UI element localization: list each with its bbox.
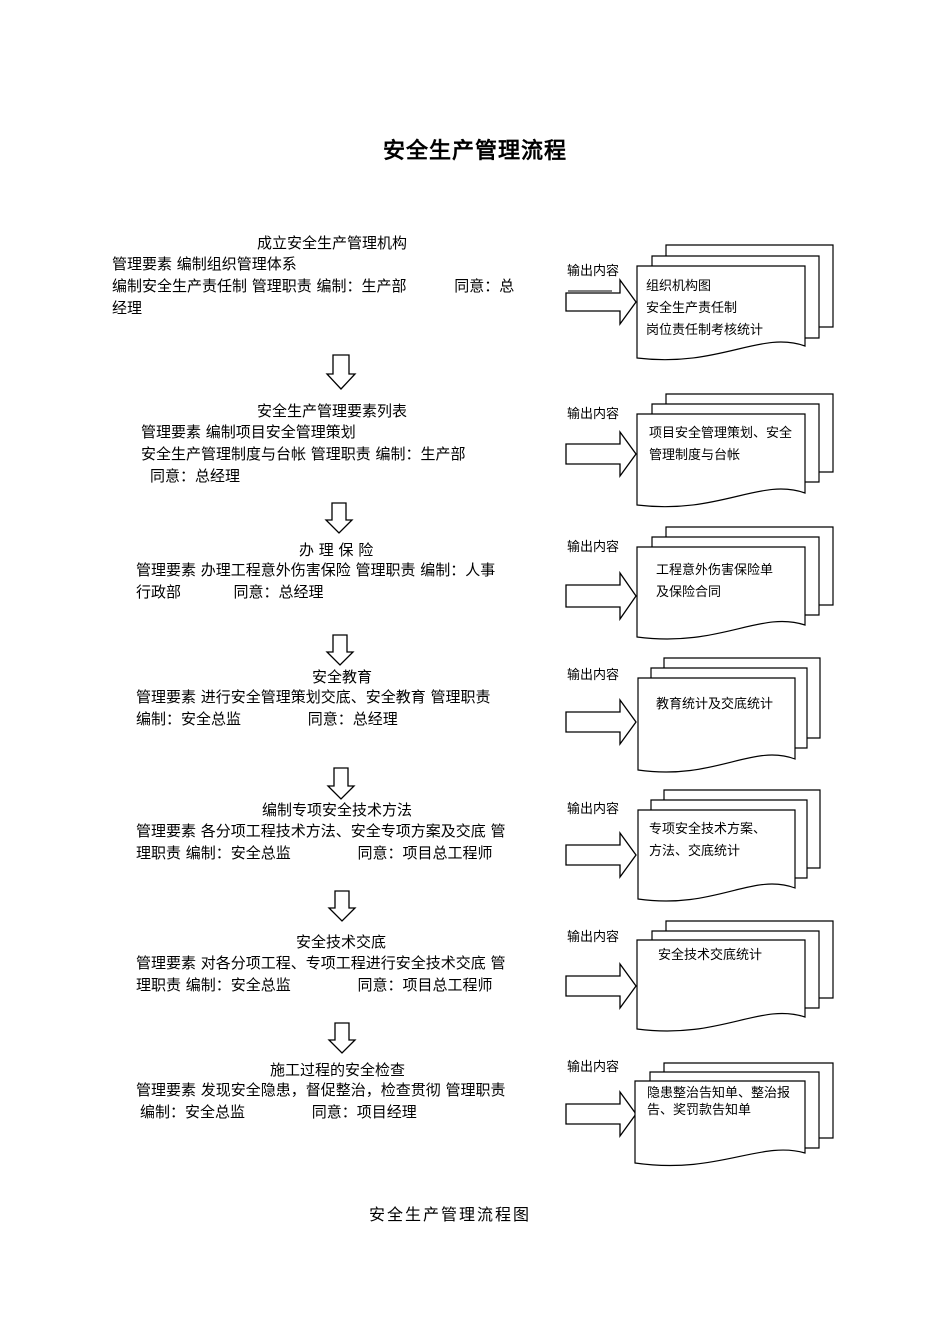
description-line: 管理要素 编制项目安全管理策划 xyxy=(141,423,356,441)
down-arrow-icon xyxy=(326,767,356,800)
right-arrow-icon xyxy=(565,698,637,746)
right-arrow-icon xyxy=(565,278,637,326)
page-title: 安全生产管理流程 xyxy=(382,138,567,164)
output-label: 输出内容 xyxy=(567,540,620,555)
output-label: 输出内容 xyxy=(567,668,620,683)
output-line: 岗位责任制考核统计 xyxy=(646,323,764,338)
output-line: 专项安全技术方案、 xyxy=(649,822,767,837)
description-line: 理职责 编制：安全总监 同意：项目总工程师 xyxy=(136,976,493,994)
document-stack-icon xyxy=(637,789,821,902)
stage-heading: 安全生产管理要素列表 xyxy=(257,402,408,420)
output-content: 组织机构图 安全生产责任制 岗位责任制考核统计 xyxy=(646,276,763,342)
output-content: 隐患整治告知单、整治报 告、奖罚款告知单 xyxy=(647,1085,790,1119)
down-arrow-icon xyxy=(325,354,357,390)
right-arrow-icon xyxy=(565,962,637,1010)
figure-caption: 安全生产管理流程图 xyxy=(368,1205,531,1224)
down-arrow-icon xyxy=(327,890,357,922)
output-label: 输出内容 xyxy=(567,264,620,279)
stage-description: 管理要素 各分项工程技术方法、安全专项方案及交底 管 理职责 编制：安全总监 同… xyxy=(136,820,576,864)
output-line: 及保险合同 xyxy=(656,585,722,600)
output-line: 方法、交底统计 xyxy=(649,844,741,859)
output-content: 项目安全管理策划、安全 管理制度与台帐 xyxy=(649,423,792,467)
output-line: 管理制度与台帐 xyxy=(649,448,741,463)
document-stack-icon xyxy=(636,920,834,1032)
output-line: 隐患整治告知单、整治报 xyxy=(647,1086,791,1101)
output-label: 输出内容 xyxy=(567,802,620,817)
stage-heading: 施工过程的安全检查 xyxy=(270,1061,406,1079)
stage-heading: 安全教育 xyxy=(312,668,373,686)
stage-description: 管理要素 对各分项工程、专项工程进行安全技术交底 管 理职责 编制：安全总监 同… xyxy=(136,952,576,996)
output-content: 专项安全技术方案、 方法、交底统计 xyxy=(649,819,766,863)
right-arrow-icon xyxy=(565,831,637,879)
description-line: 管理要素 进行安全管理策划交底、安全教育 管理职责 xyxy=(136,688,491,706)
stage-heading: 成立安全生产管理机构 xyxy=(257,234,408,252)
description-line: 管理要素 各分项工程技术方法、安全专项方案及交底 管 xyxy=(136,822,506,840)
stage-heading: 办 理 保 险 xyxy=(299,541,374,559)
stage-description: 管理要素 进行安全管理策划交底、安全教育 管理职责 编制：安全总监 同意：总经理 xyxy=(136,686,566,730)
stage-heading: 安全技术交底 xyxy=(296,933,387,951)
output-line: 告、奖罚款告知单 xyxy=(647,1103,752,1118)
output-line: 项目安全管理策划、安全 xyxy=(649,426,793,441)
stage-description: 管理要素 发现安全隐患，督促整治，检查贯彻 管理职责 编制：安全总监 同意：项目… xyxy=(136,1079,566,1123)
output-line: 组织机构图 xyxy=(646,279,712,294)
output-line: 工程意外伤害保险单 xyxy=(656,563,774,578)
description-line: 编制：安全总监 同意：总经理 xyxy=(136,710,398,728)
description-line: 同意：总经理 xyxy=(150,467,241,485)
description-line: 安全生产管理制度与台帐 管理职责 编制：生产部 xyxy=(141,445,466,463)
document-stack-icon xyxy=(634,1062,834,1167)
down-arrow-icon xyxy=(327,1022,357,1054)
output-line: 教育统计及交底统计 xyxy=(656,697,774,712)
description-line: 管理要素 对各分项工程、专项工程进行安全技术交底 管 xyxy=(136,954,506,972)
output-line: 安全生产责任制 xyxy=(646,301,738,316)
output-content: 教育统计及交底统计 xyxy=(656,694,773,716)
description-line: 理职责 编制：安全总监 同意：项目总工程师 xyxy=(136,844,493,862)
down-arrow-icon xyxy=(325,634,355,666)
stage-description: 管理要素 办理工程意外伤害保险 管理职责 编制：人事 行政部 同意：总经理 xyxy=(136,559,566,603)
stage-description: 管理要素 编制项目安全管理策划 安全生产管理制度与台帐 管理职责 编制：生产部 … xyxy=(141,421,571,487)
description-line: 编制：安全总监 同意：项目经理 xyxy=(140,1103,417,1121)
stage-heading: 编制专项安全技术方法 xyxy=(262,801,413,819)
document-stack-icon xyxy=(637,657,821,773)
output-line: 安全技术交底统计 xyxy=(658,948,763,963)
output-label: 输出内容 xyxy=(567,930,620,945)
stage-description: 管理要素 编制组织管理体系 编制安全生产责任制 管理职责 编制：生产部 同意：总… xyxy=(112,253,572,319)
description-line: 经理 xyxy=(112,299,143,317)
output-label: 输出内容 xyxy=(567,407,620,422)
document-stack-icon xyxy=(636,526,834,640)
right-arrow-icon xyxy=(565,1090,637,1138)
description-line: 行政部 同意：总经理 xyxy=(136,583,324,601)
description-line: 管理要素 编制组织管理体系 xyxy=(112,255,297,273)
right-arrow-icon xyxy=(565,430,637,478)
document-stack-icon xyxy=(636,244,834,361)
right-arrow-icon xyxy=(565,570,637,622)
output-content: 工程意外伤害保险单 及保险合同 xyxy=(656,560,773,604)
output-content: 安全技术交底统计 xyxy=(658,945,762,967)
description-line: 管理要素 发现安全隐患，督促整治，检查贯彻 管理职责 xyxy=(136,1081,506,1099)
document-stack-icon xyxy=(636,393,834,508)
description-line: 编制安全生产责任制 管理职责 编制：生产部 同意：总 xyxy=(112,277,515,295)
down-arrow-icon xyxy=(324,502,354,534)
description-line: 管理要素 办理工程意外伤害保险 管理职责 编制：人事 xyxy=(136,561,496,579)
output-label: 输出内容 xyxy=(567,1060,620,1075)
